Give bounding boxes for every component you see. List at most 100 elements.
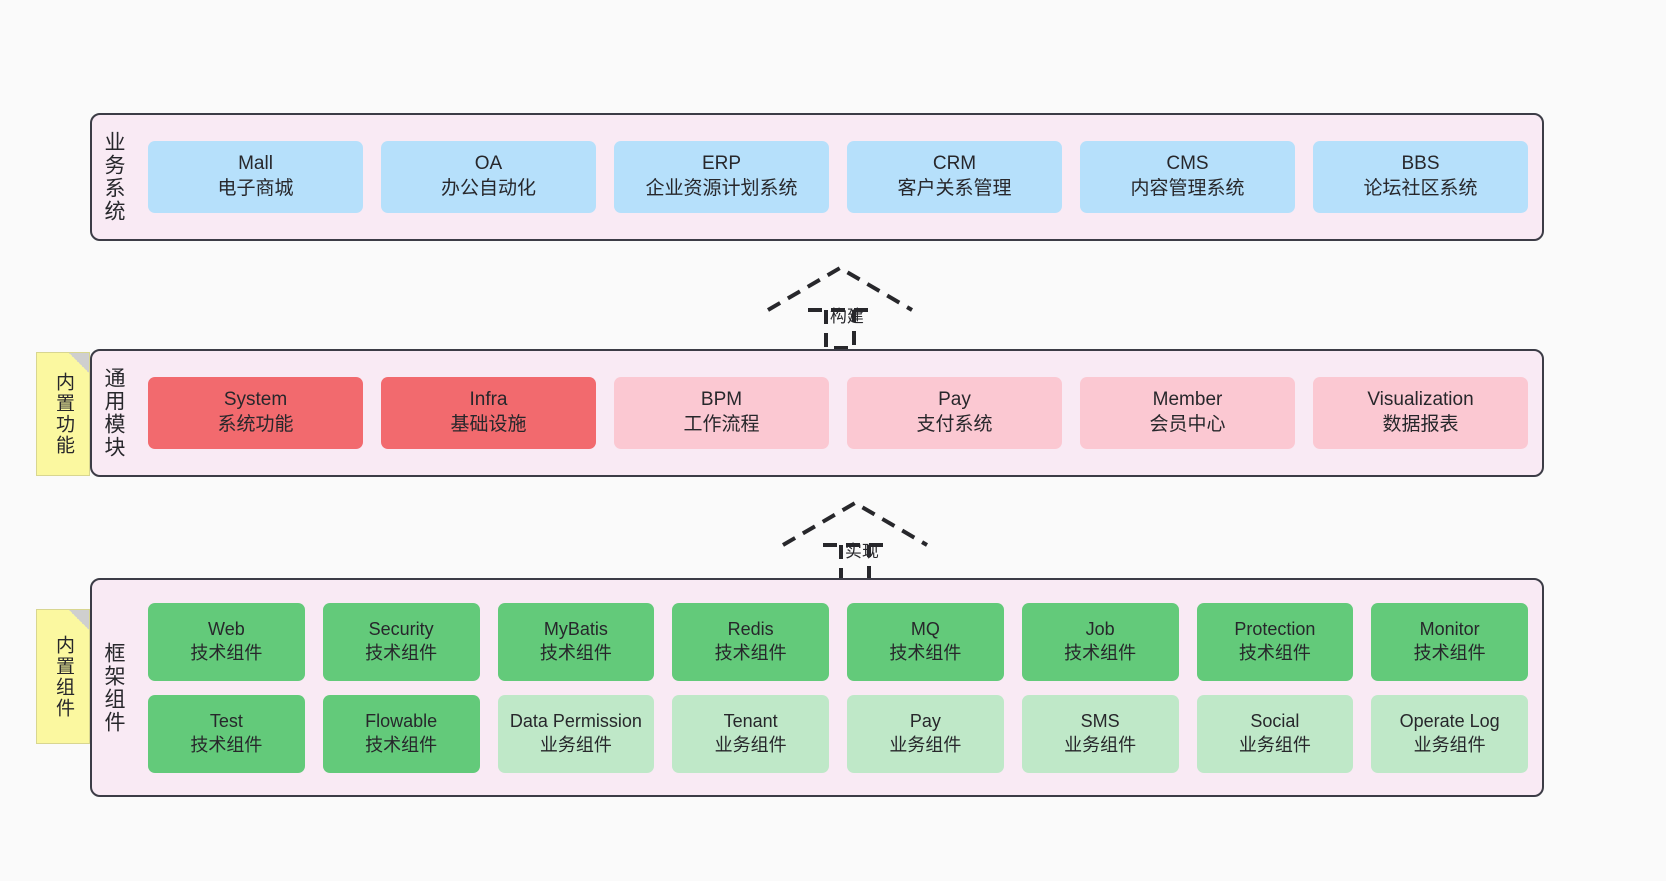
layer-title-common-module: 通用模块 <box>102 367 126 459</box>
card-title-cn: 电子商城 <box>217 178 294 199</box>
sticky-note-builtin-function: 内置功能 <box>36 352 90 476</box>
card-title-cn: 技术组件 <box>190 642 263 663</box>
card-infra[interactable]: Infra 基础设施 <box>381 377 596 449</box>
card-title-en: BPM <box>700 389 743 411</box>
card-title-cn: 业务组件 <box>1064 734 1137 755</box>
card-title-en: Visualization <box>1367 389 1474 411</box>
card-title-cn: 业务组件 <box>1238 734 1311 755</box>
card-title-en: BBS <box>1401 153 1440 175</box>
card-title-en: Mall <box>238 153 273 175</box>
layer-common-module: 通用模块 System 系统功能 Infra 基础设施 BPM 工作流程 Pay… <box>90 349 1544 477</box>
card-title-en: Job <box>1085 619 1115 640</box>
card-mq[interactable]: MQ 技术组件 <box>847 602 1004 681</box>
card-title-cn: 系统功能 <box>217 414 294 435</box>
framework-card-row-business: Test 技术组件 Flowable 技术组件 Data Permission … <box>148 694 1528 773</box>
card-title-cn: 技术组件 <box>190 734 263 755</box>
card-title-en: MQ <box>910 619 940 640</box>
card-pay[interactable]: Pay 支付系统 <box>847 377 1062 449</box>
card-title-en: ERP <box>701 153 742 175</box>
card-monitor[interactable]: Monitor 技术组件 <box>1371 602 1528 681</box>
card-title-en: Web <box>208 619 245 640</box>
card-title-en: OA <box>474 153 503 175</box>
card-title-en: Social <box>1250 711 1300 732</box>
arrow-implement-label: 实现 <box>844 542 879 561</box>
sticky-note-label: 内置组件 <box>52 634 74 719</box>
card-crm[interactable]: CRM 客户关系管理 <box>847 141 1062 213</box>
card-erp[interactable]: ERP 企业资源计划系统 <box>614 141 829 213</box>
card-title-cn: 数据报表 <box>1382 414 1459 435</box>
card-social[interactable]: Social 业务组件 <box>1196 694 1354 773</box>
card-title-cn: 会员中心 <box>1149 414 1226 435</box>
card-title-en: Tenant <box>723 711 778 732</box>
card-visualization[interactable]: Visualization 数据报表 <box>1313 377 1528 449</box>
arrow-build-label: 构建 <box>829 307 864 326</box>
card-title-cn: 技术组件 <box>365 642 438 663</box>
card-title-cn: 企业资源计划系统 <box>645 178 798 199</box>
card-bpm[interactable]: BPM 工作流程 <box>614 377 829 449</box>
card-protection[interactable]: Protection 技术组件 <box>1196 602 1354 681</box>
card-title-cn: 论坛社区系统 <box>1363 178 1478 199</box>
layer-body-common-module: System 系统功能 Infra 基础设施 BPM 工作流程 Pay 支付系统… <box>134 351 1542 475</box>
card-member[interactable]: Member 会员中心 <box>1080 377 1295 449</box>
arrow-build: 构建 <box>760 262 920 350</box>
card-title-cn: 技术组件 <box>1064 642 1137 663</box>
card-title-cn: 技术组件 <box>1238 642 1311 663</box>
card-web[interactable]: Web 技术组件 <box>148 602 305 681</box>
card-title-cn: 工作流程 <box>683 414 760 435</box>
card-operate-log[interactable]: Operate Log 业务组件 <box>1371 694 1528 773</box>
card-title-cn: 业务组件 <box>889 734 962 755</box>
card-oa[interactable]: OA 办公自动化 <box>381 141 596 213</box>
layer-body-framework-component: Web 技术组件 Security 技术组件 MyBatis 技术组件 Redi… <box>134 580 1542 795</box>
card-title-cn: 业务组件 <box>539 734 612 755</box>
card-title-en: CRM <box>932 153 977 175</box>
card-title-en: Redis <box>727 619 774 640</box>
layer-title-business-system: 业务系统 <box>102 131 126 223</box>
card-mybatis[interactable]: MyBatis 技术组件 <box>497 602 655 681</box>
card-mall[interactable]: Mall 电子商城 <box>148 141 363 213</box>
business-card-row: Mall 电子商城 OA 办公自动化 ERP 企业资源计划系统 CRM 客户关系… <box>148 141 1528 213</box>
card-pay-component[interactable]: Pay 业务组件 <box>847 694 1004 773</box>
card-title-cn: 技术组件 <box>889 642 962 663</box>
card-system[interactable]: System 系统功能 <box>148 377 363 449</box>
card-title-en: Data Permission <box>509 711 642 732</box>
card-title-en: Protection <box>1234 619 1316 640</box>
layer-business-system: 业务系统 Mall 电子商城 OA 办公自动化 ERP 企业资源计划系统 CRM… <box>90 113 1544 241</box>
framework-card-row-tech: Web 技术组件 Security 技术组件 MyBatis 技术组件 Redi… <box>148 602 1528 681</box>
card-title-en: Operate Log <box>1399 711 1500 732</box>
card-title-cn: 技术组件 <box>365 734 438 755</box>
common-card-row: System 系统功能 Infra 基础设施 BPM 工作流程 Pay 支付系统… <box>148 377 1528 449</box>
card-title-en: Security <box>368 619 434 640</box>
card-title-en: Monitor <box>1419 619 1480 640</box>
card-flowable[interactable]: Flowable 技术组件 <box>322 694 480 773</box>
card-title-cn: 技术组件 <box>1413 642 1486 663</box>
card-title-cn: 技术组件 <box>539 642 612 663</box>
card-security[interactable]: Security 技术组件 <box>322 602 480 681</box>
card-job[interactable]: Job 技术组件 <box>1021 602 1179 681</box>
arrow-build-icon <box>766 265 914 350</box>
card-title-en: Member <box>1152 389 1223 411</box>
card-title-cn: 技术组件 <box>714 642 787 663</box>
card-title-cn: 业务组件 <box>714 734 787 755</box>
card-cms[interactable]: CMS 内容管理系统 <box>1080 141 1295 213</box>
card-title-cn: 支付系统 <box>916 414 993 435</box>
card-title-cn: 业务组件 <box>1413 734 1486 755</box>
card-test[interactable]: Test 技术组件 <box>148 694 305 773</box>
layer-body-business-system: Mall 电子商城 OA 办公自动化 ERP 企业资源计划系统 CRM 客户关系… <box>134 115 1542 239</box>
card-title-en: Pay <box>938 389 971 411</box>
card-tenant[interactable]: Tenant 业务组件 <box>672 694 829 773</box>
card-title-en: MyBatis <box>543 619 608 640</box>
card-sms[interactable]: SMS 业务组件 <box>1021 694 1179 773</box>
card-bbs[interactable]: BBS 论坛社区系统 <box>1313 141 1528 213</box>
card-title-cn: 内容管理系统 <box>1130 178 1245 199</box>
card-title-en: Flowable <box>365 711 438 732</box>
card-title-en: Infra <box>469 389 508 411</box>
card-title-en: System <box>223 389 288 411</box>
card-data-permission[interactable]: Data Permission 业务组件 <box>497 694 655 773</box>
card-redis[interactable]: Redis 技术组件 <box>672 602 829 681</box>
layer-title-framework-component: 框架组件 <box>102 641 126 734</box>
layer-framework-component: 框架组件 Web 技术组件 Security 技术组件 MyBatis 技术组件… <box>90 578 1544 797</box>
card-title-en: Test <box>209 711 243 732</box>
card-title-cn: 基础设施 <box>450 414 527 435</box>
card-title-en: Pay <box>909 711 941 732</box>
